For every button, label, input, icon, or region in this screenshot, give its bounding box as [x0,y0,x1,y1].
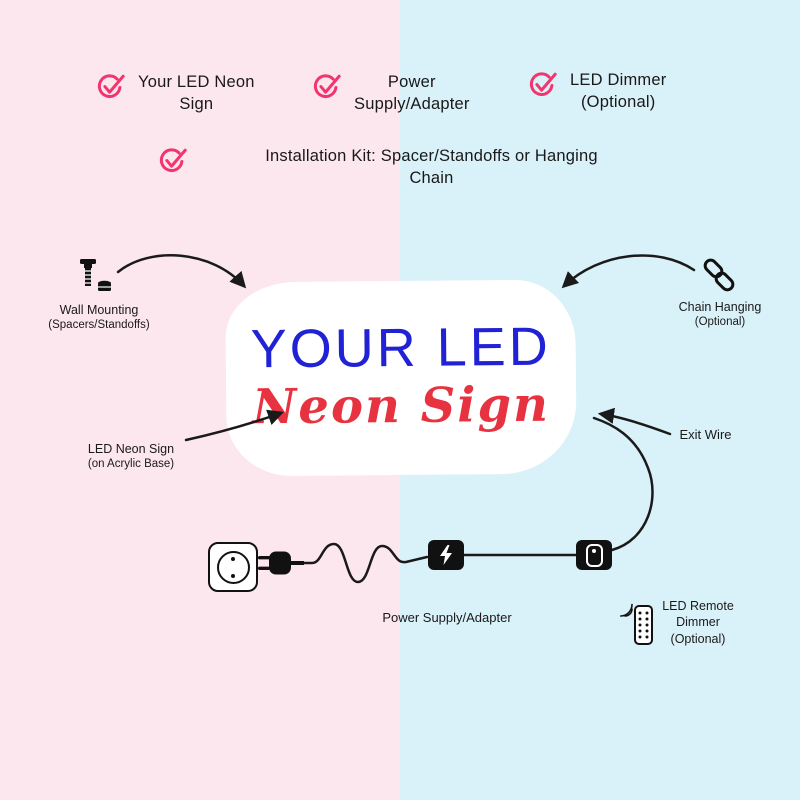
remote-control-icon [620,603,653,645]
check-icon [313,74,341,98]
lightning-bolt-icon [440,545,452,565]
power-adapter-icon [428,540,464,570]
outlet-hole [231,573,235,578]
wall-mounting-sublabel: (Spacers/Standoffs) [48,319,150,331]
chain-hanging-note: Chain Hanging (Optional) [645,300,795,328]
check-icon [97,74,125,98]
led-neon-sign-label: LED Neon Sign [87,442,175,456]
chain-hanging-label: Chain Hanging [678,300,762,314]
chain-link-icon [703,258,735,292]
dimmer-switch-icon [576,540,612,570]
led-neon-sign-note: LED Neon Sign (on Acrylic Base) [52,442,210,470]
checklist-item-dimmer: LED Dimmer (Optional) [528,70,723,114]
exit-wire-note: Exit Wire [658,427,753,442]
power-plug-icon [258,551,304,575]
checklist-item-neon-sign: Your LED Neon Sign [96,72,311,116]
chain-hanging-sublabel: (Optional) [694,316,746,328]
checklist-item-installation-kit: Installation Kit: Spacer/Standoffs or Ha… [158,146,663,190]
checklist-label: Your LED Neon Sign [138,73,255,113]
wall-mounting-note: Wall Mounting (Spacers/Standoffs) [20,303,178,331]
outlet-socket-face [216,550,250,584]
power-supply-label: Power Supply/Adapter [382,610,512,625]
checklist-label: Power Supply/Adapter [354,73,470,113]
outlet-hole [231,556,235,561]
exit-wire-label: Exit Wire [679,427,732,442]
remote-dimmer-label: LED Remote Dimmer (Optional) [662,599,734,646]
check-icon [159,148,187,172]
led-neon-sign-sublabel: (on Acrylic Base) [87,458,175,470]
checklist-label: Installation Kit: Spacer/Standoffs or Ha… [265,147,598,187]
remote-dimmer-note: LED Remote Dimmer (Optional) [652,598,744,647]
power-supply-note: Power Supply/Adapter [352,610,542,625]
checklist-item-power-supply: Power Supply/Adapter [312,72,527,116]
checklist-label: LED Dimmer (Optional) [570,71,667,111]
sign-text-line1: YOUR LED [250,317,552,380]
wall-outlet-icon [208,542,258,592]
wall-mounting-label: Wall Mounting [59,303,139,317]
check-icon [529,72,557,96]
screw-standoff-icon [80,259,111,291]
dimmer-toggle-glyph [585,543,603,567]
sign-text-line2: Neon Sign [252,377,551,436]
neon-sign-preview: YOUR LED Neon Sign [225,279,577,477]
